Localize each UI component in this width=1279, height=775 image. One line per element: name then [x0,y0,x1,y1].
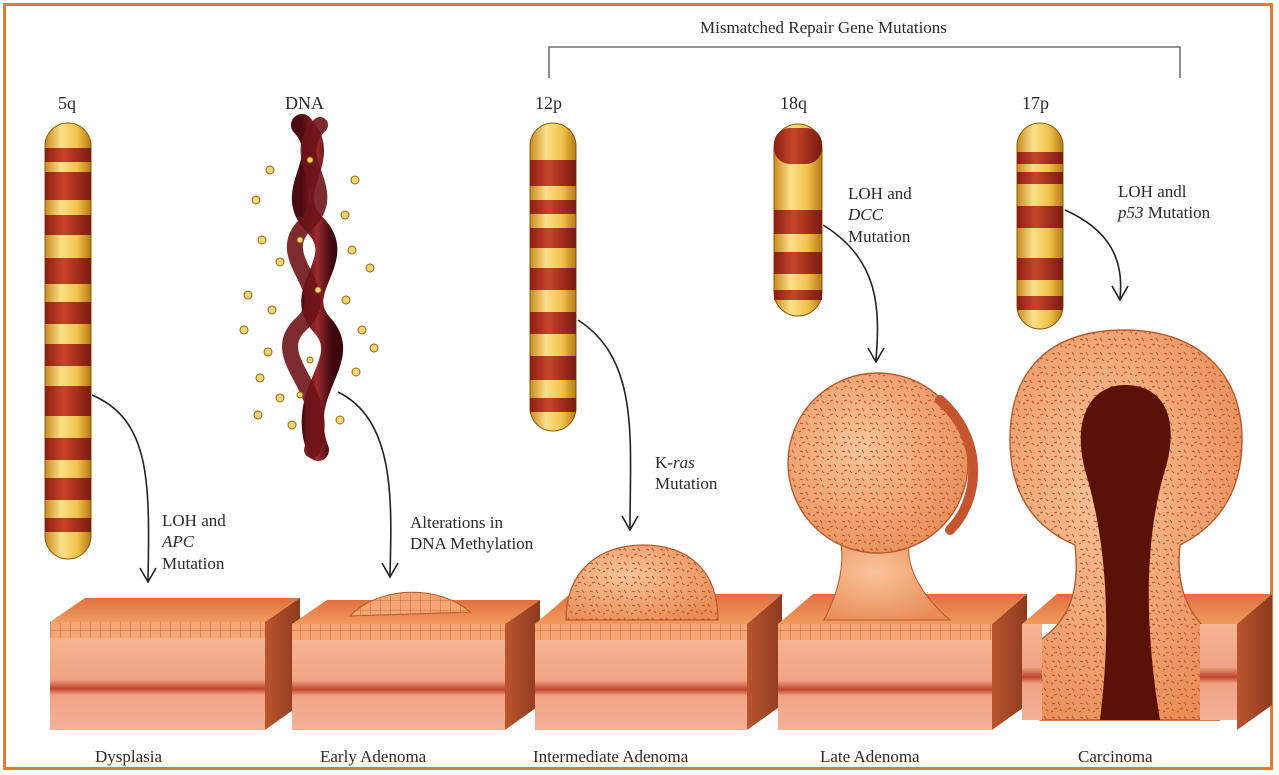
annotation-apc-line3: Mutation [162,553,226,574]
locus-label-5q: 5q [58,92,76,115]
mismatch-repair-label: Mismatched Repair Gene Mutations [700,17,947,38]
stage-label-intermediate-adenoma: Intermediate Adenoma [533,746,688,767]
annotation-dcc-line1: LOH and [848,183,912,204]
tissue-early-adenoma [292,592,540,730]
tissue-late-adenoma [778,373,1027,730]
annotation-p53-gene: p53 [1118,203,1144,222]
annotation-dcc-gene: DCC [848,204,912,225]
chromosome-5q [45,123,91,559]
chromosome-12p [530,123,576,431]
annotation-p53-suffix: Mutation [1144,203,1211,222]
locus-label-17p: 17p [1022,92,1049,115]
stage-label-carcinoma: Carcinoma [1078,746,1153,767]
chromosome-17p [1017,123,1063,329]
stage-label-late-adenoma: Late Adenoma [820,746,920,767]
annotation-dna-methylation: Alterations in DNA Methylation [410,512,533,555]
chromosome-18q [774,124,822,316]
tissue-dysplasia [50,598,300,730]
locus-label-12p: 12p [535,92,562,115]
locus-label-dna: DNA [285,92,324,115]
annotation-dcc: LOH and DCC Mutation [848,183,912,247]
annotation-apc-line1: LOH and [162,510,226,531]
stage-label-early-adenoma: Early Adenoma [320,746,426,767]
annotation-kras-gene: ras [673,453,695,472]
mismatch-repair-bracket [549,47,1180,78]
annotation-dna-line1: Alterations in [410,512,533,533]
annotation-dna-line2: DNA Methylation [410,533,533,554]
dna-helix [240,125,378,450]
annotation-dcc-line3: Mutation [848,226,912,247]
annotation-kras: K-ras Mutation [655,452,717,495]
annotation-apc: LOH and APC Mutation [162,510,226,574]
mutation-arrows [92,210,1128,582]
annotation-p53: LOH andl p53 Mutation [1118,181,1210,224]
stage-label-dysplasia: Dysplasia [95,746,162,767]
annotation-apc-gene: APC [162,531,226,552]
locus-label-18q: 18q [780,92,807,115]
tissue-carcinoma [1010,330,1272,730]
annotation-kras-line2: Mutation [655,473,717,494]
tissue-intermediate-adenoma [535,545,782,730]
annotation-p53-line1: LOH andl [1118,181,1210,202]
annotation-kras-prefix: K- [655,453,673,472]
